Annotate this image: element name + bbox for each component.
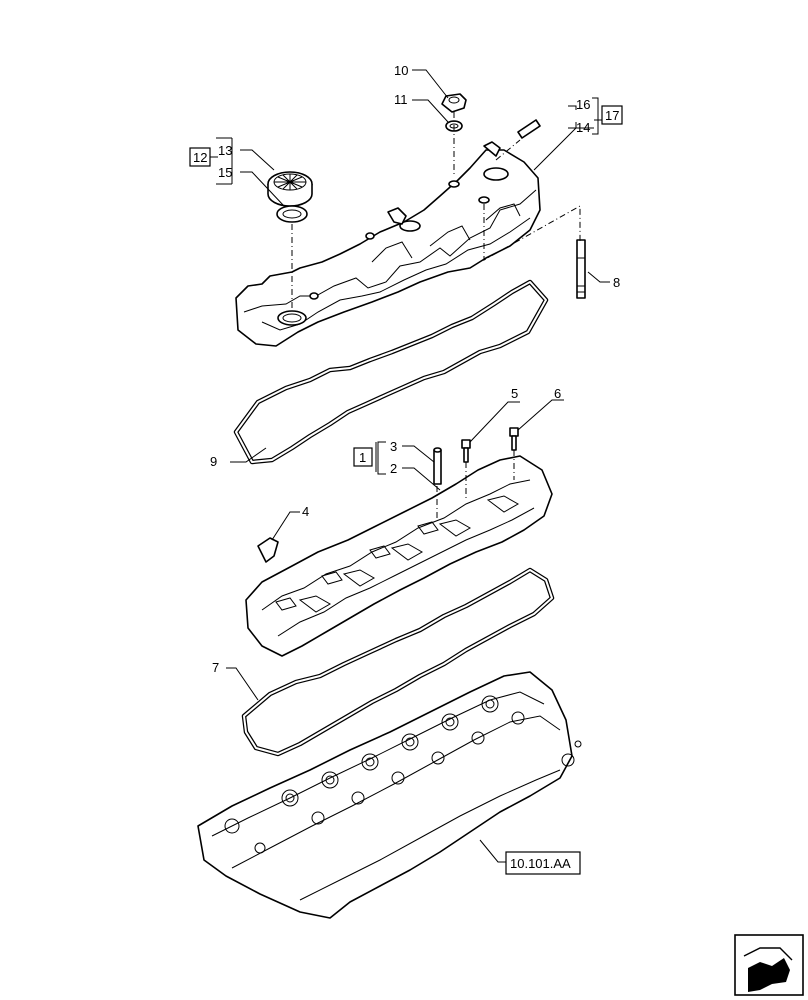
nut: [441, 93, 467, 113]
svg-text:17: 17: [605, 108, 619, 123]
oil-filler-cap: [267, 171, 313, 207]
callout-9: 9: [210, 454, 217, 469]
svg-text:1: 1: [359, 450, 366, 465]
svg-text:10.101.AA: 10.101.AA: [510, 856, 571, 871]
cover-gasket: [233, 279, 549, 465]
callout-8: 8: [613, 275, 620, 290]
kit-callout-12: 12: [189, 137, 232, 185]
callout-3: 3: [390, 439, 397, 454]
next-page-arrow-icon[interactable]: [734, 934, 804, 996]
svg-text:12: 12: [193, 150, 207, 165]
callout-7: 7: [212, 660, 219, 675]
callout-2: 2: [390, 461, 397, 476]
callout-16: 16: [576, 97, 590, 112]
clip: [257, 537, 279, 563]
kit-callout-17: 17: [592, 97, 623, 135]
kit-callout-1: 1: [353, 441, 386, 475]
callout-11: 11: [394, 92, 408, 107]
callout-14: 14: [576, 120, 590, 135]
callout-5: 5: [511, 386, 518, 401]
callout-15: 15: [218, 165, 232, 180]
stud: [576, 239, 586, 299]
bolt: [461, 439, 471, 463]
breather-hose: [517, 119, 541, 139]
callout-4: 4: [302, 504, 309, 519]
leader-lines: [226, 69, 610, 863]
rocker-cover: [235, 141, 541, 347]
callout-10: 10: [394, 63, 408, 78]
dowel-pin: [433, 447, 442, 485]
bolt: [509, 427, 519, 451]
callout-13: 13: [218, 143, 232, 158]
rocker-housing: [245, 455, 553, 657]
axis-line: [495, 139, 521, 161]
cap-seal: [276, 205, 308, 223]
axis-line: [483, 204, 581, 261]
reference-label: 10.101.AA: [505, 851, 581, 875]
cylinder-head: [197, 671, 582, 919]
housing-gasket: [241, 567, 555, 757]
callout-6: 6: [554, 386, 561, 401]
